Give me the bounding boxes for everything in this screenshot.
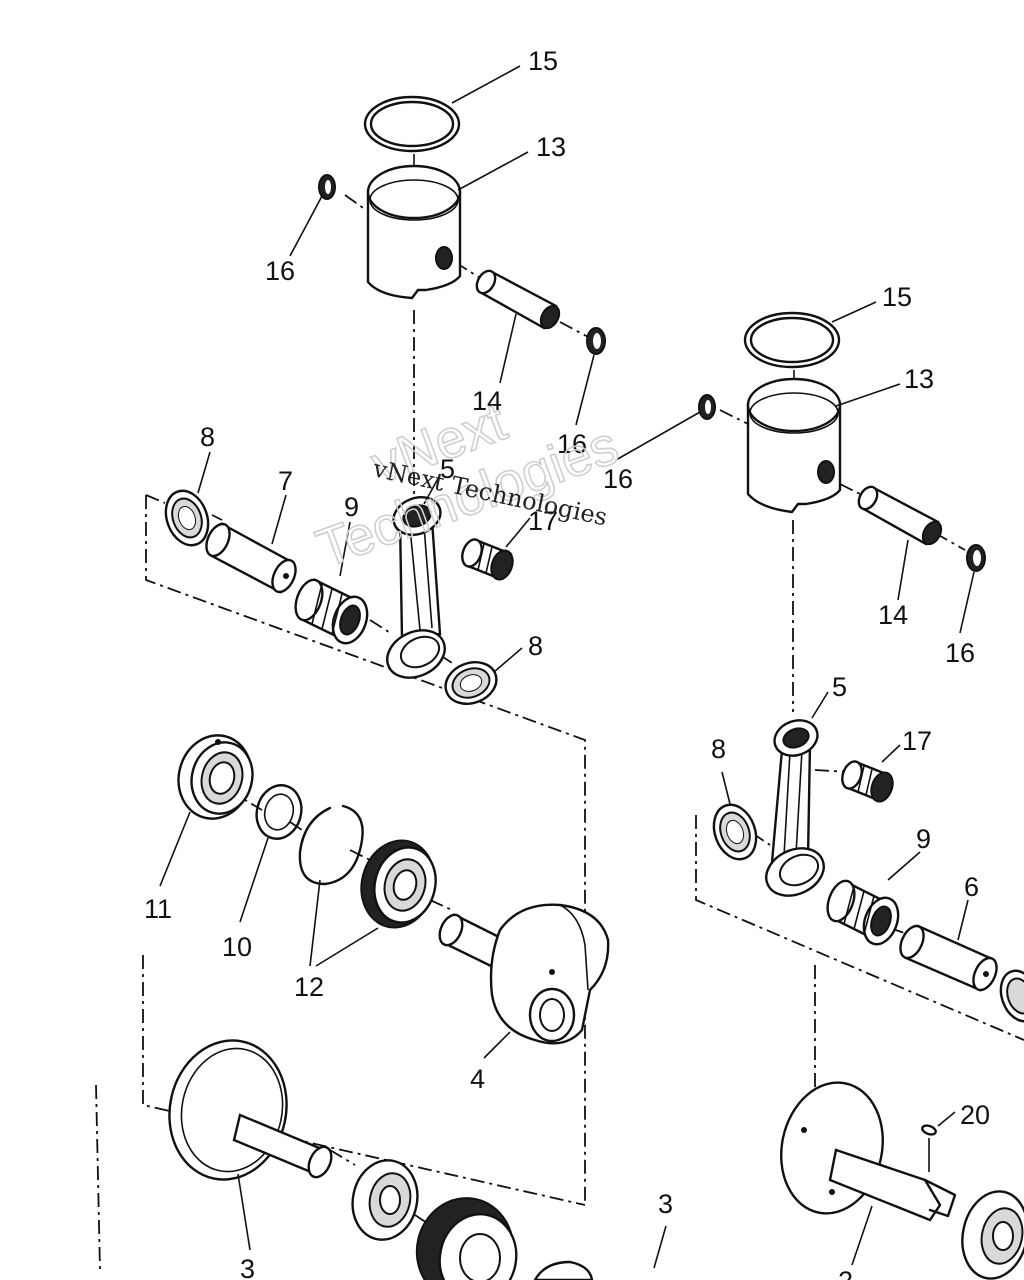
circlip-left-b — [586, 327, 606, 355]
part-lower-edge — [533, 1260, 594, 1280]
ball-bearing-lower — [351, 1159, 419, 1241]
callout-6: 6 — [964, 872, 979, 902]
circlip-right-b — [966, 544, 986, 572]
ball-bearing-right-lower — [961, 1190, 1024, 1280]
callout-2: 2 — [838, 1266, 853, 1280]
wrist-pin-right — [857, 485, 943, 546]
circlip-right-a — [698, 394, 716, 420]
leader-lines — [159, 65, 975, 1269]
small-end-bearing-right — [841, 760, 894, 803]
callout-12: 12 — [294, 972, 324, 1002]
callout-8-left-a: 8 — [200, 422, 215, 452]
crankshaft-half-right — [780, 1081, 957, 1222]
callout-3-left: 3 — [240, 1254, 255, 1280]
woodruff-key-20 — [921, 1124, 937, 1172]
crankshaft-half-4 — [438, 903, 610, 1045]
callout-13-right: 13 — [904, 364, 934, 394]
callout-20: 20 — [960, 1100, 990, 1130]
shim-washer-10 — [255, 784, 303, 840]
callout-14-left: 14 — [472, 386, 502, 416]
callout-16-left-b: 16 — [557, 429, 587, 459]
callout-16-left-a: 16 — [265, 256, 295, 286]
small-end-bearing-left — [461, 538, 514, 581]
callout-7: 7 — [278, 466, 293, 496]
callout-8-right: 8 — [711, 734, 726, 764]
callout-5-right: 5 — [832, 672, 847, 702]
callout-13-left: 13 — [536, 132, 566, 162]
callout-17-right: 17 — [902, 726, 932, 756]
piston-left — [366, 164, 462, 300]
callout-3-right: 3 — [658, 1189, 673, 1219]
thrust-washer-right-edge — [999, 969, 1024, 1023]
watermark: vNext Technologies — [308, 391, 626, 580]
ball-bearing-11 — [177, 734, 254, 820]
callout-16-right-a: 16 — [603, 464, 633, 494]
crankshaft-flywheel-3 — [168, 1039, 333, 1181]
callout-14-right: 14 — [878, 600, 908, 630]
piston-ring-left — [363, 95, 461, 153]
connecting-rod-left — [386, 495, 446, 679]
piston-right — [746, 377, 842, 514]
seal-lower — [415, 1197, 518, 1280]
callout-8-left-b: 8 — [528, 631, 543, 661]
thrust-washer-right — [712, 803, 758, 861]
crank-pin-right — [899, 924, 998, 992]
callout-numbers: 15 13 16 14 16 8 7 9 5 17 8 16 15 13 14 … — [144, 46, 990, 1280]
thrust-washer-left-a — [164, 489, 210, 547]
callout-9-right: 9 — [916, 824, 931, 854]
callout-11: 11 — [144, 894, 172, 924]
crank-pin-left — [205, 522, 297, 594]
circlip-left-a — [318, 174, 336, 200]
needle-bearing-right — [826, 879, 900, 946]
callout-17-left: 17 — [528, 506, 558, 536]
callout-4: 4 — [470, 1064, 485, 1094]
ball-bearing-12 — [360, 839, 437, 929]
callout-16-right-b: 16 — [945, 638, 975, 668]
callout-10: 10 — [222, 932, 252, 962]
piston-ring-right — [743, 311, 841, 369]
thrust-washer-left-b — [444, 661, 498, 705]
wrist-pin-left — [475, 269, 561, 330]
callout-5-left: 5 — [440, 454, 455, 484]
callout-9-left: 9 — [344, 492, 359, 522]
connecting-rod-right — [765, 719, 825, 897]
callout-15-left: 15 — [528, 46, 558, 76]
needle-bearing-left — [294, 578, 369, 645]
callout-15-right: 15 — [882, 282, 912, 312]
snap-ring-12 — [298, 804, 364, 886]
